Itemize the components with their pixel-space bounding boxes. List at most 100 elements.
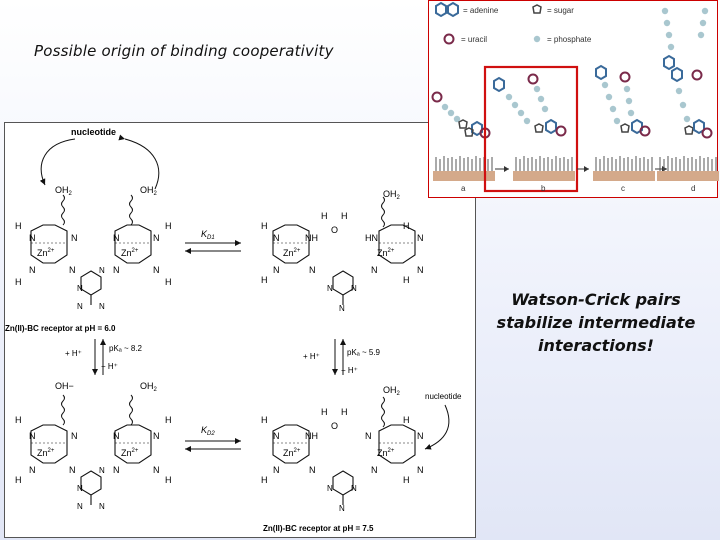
svg-text:N: N (371, 265, 378, 275)
svg-text:H: H (261, 415, 268, 425)
svg-text:N: N (339, 304, 345, 313)
complex-top-left: nucleotide OH2 OH2 H N N N N Zn2+ H N N … (5, 127, 172, 333)
svg-text:H: H (261, 275, 268, 285)
svg-text:N: N (153, 233, 160, 243)
slide-title: Possible origin of binding cooperativity (34, 42, 334, 60)
svg-text:N: N (327, 484, 333, 493)
kd1-equilibrium: KD1 (185, 229, 241, 254)
svg-text:O: O (331, 421, 338, 431)
svg-text:N: N (77, 484, 83, 493)
svg-text:N: N (153, 431, 160, 441)
svg-text:H: H (15, 415, 22, 425)
svg-text:Zn2+: Zn2+ (377, 248, 395, 258)
svg-text:N: N (29, 465, 36, 475)
svg-text:H: H (341, 407, 348, 417)
svg-text:pKₐ ~ 5.9: pKₐ ~ 5.9 (347, 348, 381, 357)
svg-text:N: N (29, 233, 36, 243)
svg-text:N: N (99, 466, 105, 475)
svg-text:H: H (261, 221, 268, 231)
svg-text:N: N (351, 484, 357, 493)
svg-text:NH: NH (305, 431, 318, 441)
inset-panel-b: b (483, 65, 589, 193)
svg-text:OH2: OH2 (55, 185, 73, 197)
svg-text:H: H (261, 475, 268, 485)
svg-text:b: b (541, 184, 546, 193)
note-line-3: interactions! (538, 336, 654, 355)
svg-text:HN: HN (365, 233, 378, 243)
svg-text:N: N (71, 431, 78, 441)
watson-crick-note: Watson-Crick pairs stabilize intermediat… (480, 288, 712, 357)
kd2-equilibrium: KD2 (185, 425, 241, 452)
svg-text:OH−: OH− (55, 381, 74, 391)
svg-text:N: N (339, 504, 345, 513)
svg-text:N: N (99, 302, 105, 311)
svg-text:NH: NH (305, 233, 318, 243)
svg-text:N: N (309, 265, 316, 275)
svg-text:Zn2+: Zn2+ (121, 448, 139, 458)
svg-text:N: N (273, 465, 280, 475)
svg-text:N: N (113, 233, 120, 243)
svg-text:N: N (351, 284, 357, 293)
svg-text:N: N (371, 465, 378, 475)
nucleotide-label-top: nucleotide (71, 127, 116, 137)
svg-text:− H⁺: − H⁺ (341, 366, 358, 375)
svg-text:OH2: OH2 (140, 185, 158, 197)
complex-bottom-right: OH2 nucleotide H H O H N NH N N Zn2+ H N… (261, 385, 462, 533)
inset-legend: = adenine = uracil = sugar = phosphate (435, 2, 592, 45)
svg-text:+ H⁺: + H⁺ (303, 352, 320, 361)
proton-equilibrium-right: + H⁺ pKₐ ~ 5.9 − H⁺ (303, 339, 381, 375)
svg-text:N: N (417, 465, 424, 475)
svg-text:pKₐ ~ 8.2: pKₐ ~ 8.2 (109, 344, 143, 353)
svg-text:N: N (113, 465, 120, 475)
svg-text:d: d (691, 184, 695, 193)
svg-text:H: H (403, 275, 410, 285)
svg-text:a: a (461, 184, 466, 193)
proton-equilibrium-left: + H⁺ pKₐ ~ 8.2 − H⁺ (65, 339, 143, 375)
svg-text:Zn2+: Zn2+ (37, 248, 55, 258)
svg-text:N: N (365, 431, 372, 441)
svg-text:Zn2+: Zn2+ (283, 248, 301, 258)
svg-text:OH2: OH2 (140, 381, 158, 393)
svg-text:N: N (153, 465, 160, 475)
svg-text:H: H (15, 475, 22, 485)
svg-text:H: H (15, 221, 22, 231)
note-line-1: Watson-Crick pairs (511, 290, 681, 309)
svg-text:H: H (403, 221, 410, 231)
svg-text:H: H (321, 211, 328, 221)
svg-text:O: O (331, 225, 338, 235)
svg-text:Zn2+: Zn2+ (37, 448, 55, 458)
svg-text:OH2: OH2 (383, 385, 401, 397)
svg-text:N: N (113, 265, 120, 275)
svg-text:N: N (99, 502, 105, 511)
binding-inset-figure: = adenine = uracil = sugar = phosphate a… (428, 0, 719, 198)
svg-text:N: N (77, 302, 83, 311)
legend-sugar: = sugar (547, 6, 574, 15)
legend-uracil: = uracil (461, 35, 487, 44)
svg-text:N: N (29, 265, 36, 275)
highlight-box (483, 65, 579, 193)
svg-text:H: H (15, 277, 22, 287)
svg-text:N: N (69, 265, 76, 275)
legend-phosphate: = phosphate (547, 35, 592, 44)
svg-text:N: N (71, 233, 78, 243)
svg-text:H: H (165, 415, 172, 425)
svg-text:N: N (29, 431, 36, 441)
svg-text:N: N (417, 233, 424, 243)
svg-text:N: N (327, 284, 333, 293)
svg-text:KD1: KD1 (201, 229, 215, 241)
svg-text:H: H (165, 277, 172, 287)
svg-text:N: N (153, 265, 160, 275)
svg-text:− H⁺: − H⁺ (101, 362, 118, 371)
svg-text:N: N (309, 465, 316, 475)
svg-text:H: H (321, 407, 328, 417)
svg-text:H: H (165, 475, 172, 485)
receptor-ph6-label: Zn(II)-BC receptor at pH = 6.0 (5, 324, 116, 333)
complex-bottom-left: OH− OH2 H N N N N Zn2+ H N N H N N Zn2+ … (15, 381, 172, 511)
svg-text:Zn2+: Zn2+ (121, 248, 139, 258)
receptor-ph75-label: Zn(II)-BC receptor at pH = 7.5 (263, 524, 374, 533)
inset-panel-c: c (592, 65, 667, 193)
svg-text:N: N (417, 431, 424, 441)
svg-text:N: N (99, 266, 105, 275)
svg-text:+ H⁺: + H⁺ (65, 349, 82, 358)
svg-text:KD2: KD2 (201, 425, 215, 437)
